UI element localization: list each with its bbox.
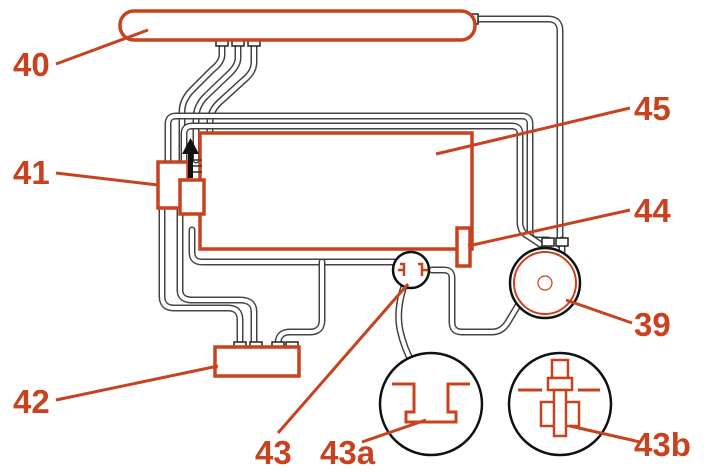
component-40-tank <box>118 9 477 42</box>
component-45-box <box>198 131 474 251</box>
callout-42: 42 <box>13 383 50 420</box>
callout-44: 44 <box>634 192 671 229</box>
leader-lines <box>55 28 641 444</box>
callout-41: 41 <box>13 154 50 191</box>
callout-39: 39 <box>634 306 671 343</box>
component-41-connector <box>156 159 206 216</box>
callout-40: 40 <box>13 46 50 83</box>
callout-45: 45 <box>634 90 671 127</box>
detail-43a <box>378 351 484 457</box>
callout-43a: 43a <box>320 434 376 471</box>
component-39-pump <box>508 246 582 320</box>
component-44-sensor <box>455 226 472 268</box>
detail-43b <box>507 351 613 457</box>
component-42-connector <box>213 345 301 378</box>
callout-43: 43 <box>255 434 292 471</box>
flow-arrow-icon <box>182 138 199 178</box>
component-43-fitting <box>391 250 431 290</box>
callout-43b: 43b <box>634 426 691 463</box>
